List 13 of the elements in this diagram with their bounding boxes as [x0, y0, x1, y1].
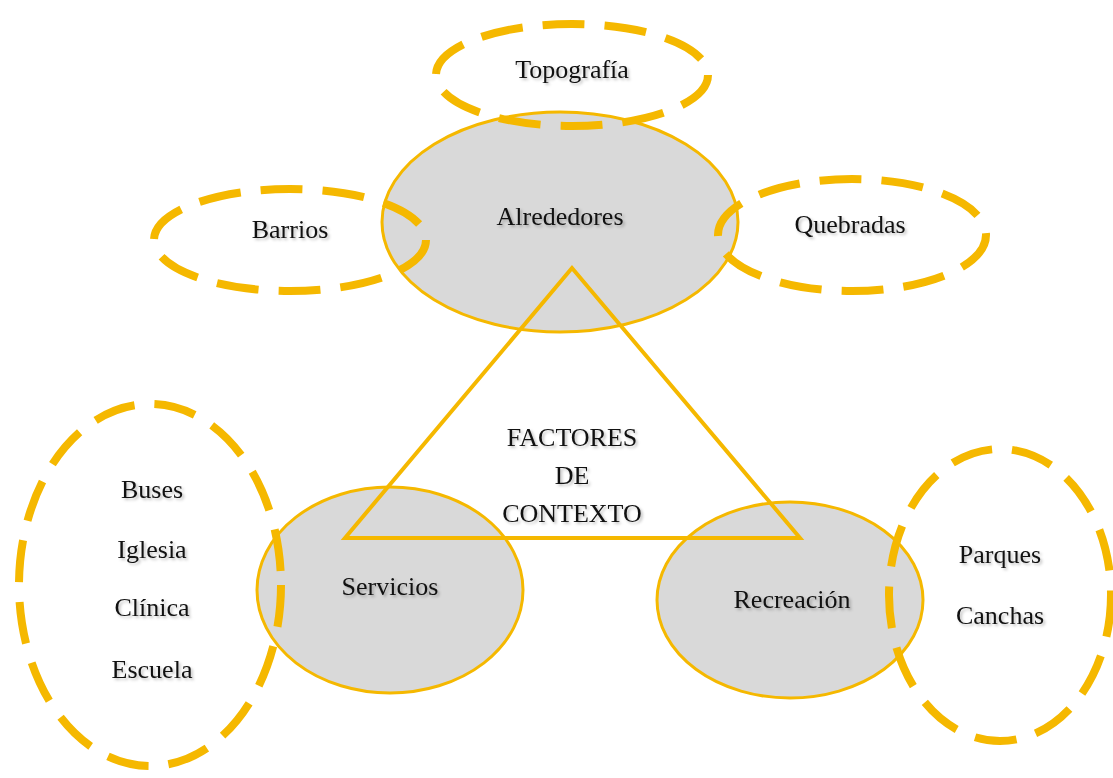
node-label: Canchas [955, 601, 1045, 631]
node-label: Quebradas [794, 210, 906, 240]
node-label: Alrededores [496, 202, 624, 232]
node-label: FACTORES DE CONTEXTO [501, 422, 643, 530]
node-label: Escuela [111, 655, 193, 685]
node-label: Servicios [341, 572, 439, 602]
node-label: Buses [120, 475, 184, 505]
node-label: Barrios [251, 215, 329, 245]
node-label: Topografía [515, 55, 629, 85]
node-label: Clínica [114, 593, 190, 623]
node-label: Recreación [733, 585, 851, 615]
node-label: Iglesia [117, 535, 187, 565]
node-label: Parques [958, 540, 1042, 570]
